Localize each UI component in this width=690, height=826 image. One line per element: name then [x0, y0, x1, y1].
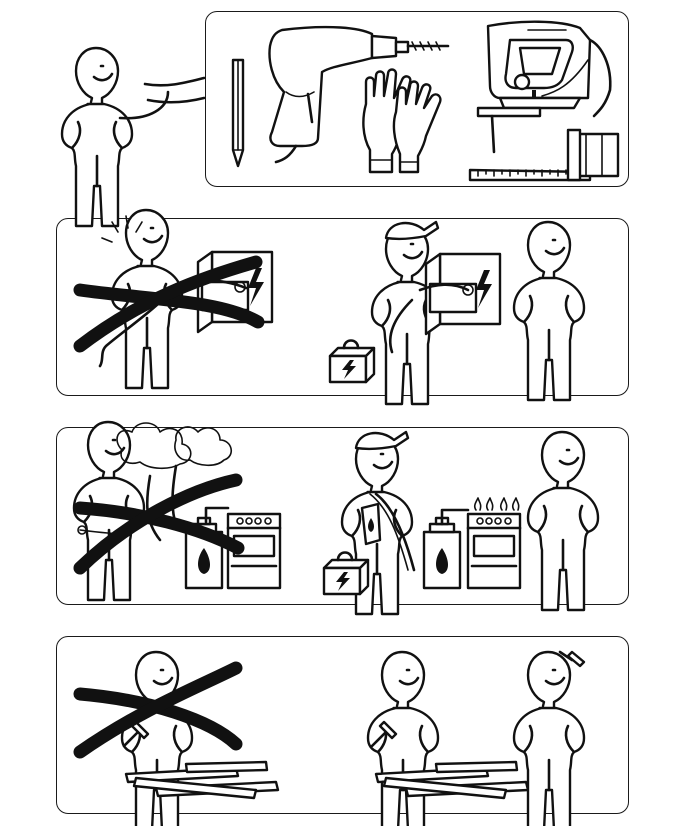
tools-panel	[205, 11, 629, 187]
assembly-panel	[56, 636, 629, 814]
electrical-wrong-scene	[73, 208, 274, 390]
tools-presenter-figure	[60, 46, 206, 228]
electrical-right-scene	[328, 220, 586, 406]
gloves-icon	[362, 68, 442, 174]
pencil-icon	[231, 58, 245, 168]
gas-right-scene	[322, 430, 600, 616]
tape-measure-icon	[468, 128, 620, 182]
assembly-right-scene	[366, 650, 586, 826]
electrical-panel	[56, 218, 629, 396]
drill-icon	[268, 25, 450, 164]
jigsaw-icon	[476, 20, 612, 154]
gas-panel	[56, 427, 629, 605]
assembly-wrong-scene	[73, 650, 280, 826]
gas-wrong-scene	[72, 420, 282, 602]
